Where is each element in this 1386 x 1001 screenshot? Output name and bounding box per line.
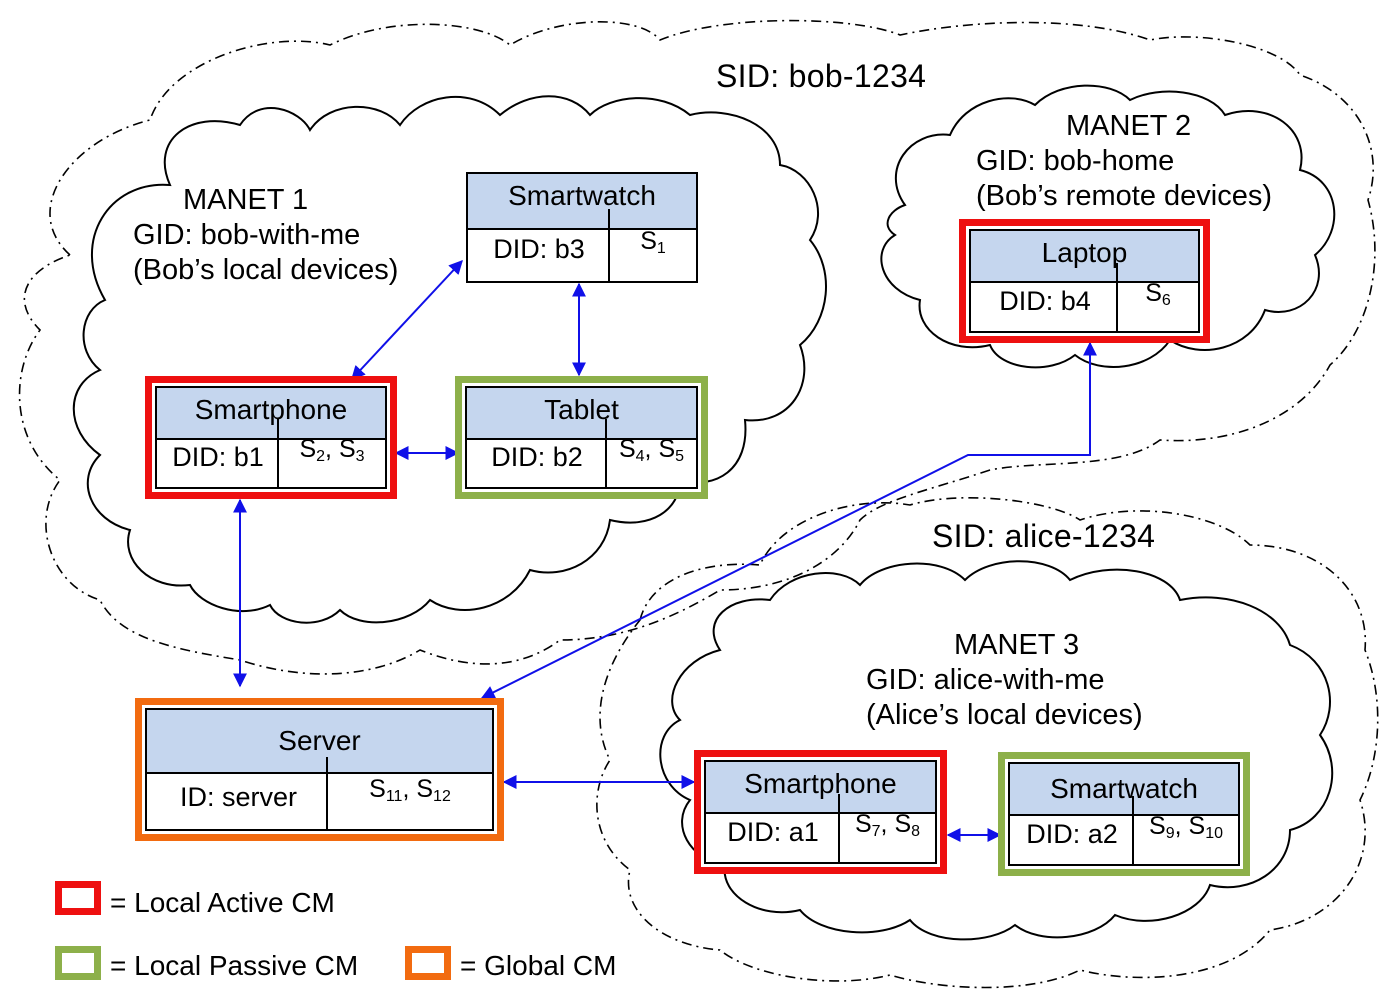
- device-services: S4, S5: [605, 419, 696, 487]
- device-name: Smartphone: [706, 762, 935, 814]
- manet-2-name: MANET 2: [1066, 110, 1192, 142]
- device-smartphone-b1: Smartphone DID: b1 S2, S3: [145, 376, 397, 499]
- device-id: DID: a1: [727, 817, 819, 847]
- manet-1-name: MANET 1: [183, 184, 309, 216]
- device-services: S11, S12: [326, 757, 492, 829]
- device-id: DID: b1: [172, 442, 264, 472]
- device-name: Server: [147, 710, 492, 774]
- manet-2-gid: GID: bob-home: [976, 145, 1175, 177]
- device-frame: Smartphone DID: b1 S2, S3: [155, 386, 387, 489]
- device-name: Smartwatch: [468, 174, 696, 230]
- device-name: Smartphone: [157, 388, 385, 440]
- device-id: DID: b3: [493, 234, 585, 264]
- device-smartwatch-a2: Smartwatch DID: a2 S9, S10: [998, 752, 1250, 876]
- manet-2-label: MANET 2 GID: bob-home (Bob’s remote devi…: [976, 109, 1272, 214]
- device-name: Tablet: [467, 388, 696, 440]
- manet-3-desc: (Alice’s local devices): [866, 699, 1143, 731]
- device-frame: Smartphone DID: a1 S7, S8: [704, 760, 937, 864]
- legend-swatch-active: [55, 881, 101, 915]
- device-id: DID: b2: [491, 442, 583, 472]
- device-smartwatch-b3: Smartwatch DID: b3 S1: [466, 172, 698, 283]
- device-services: S7, S8: [838, 794, 935, 862]
- device-tablet-b2: Tablet DID: b2 S4, S5: [455, 376, 708, 499]
- legend-swatch-passive: [55, 946, 101, 980]
- manet-1-cloud: [72, 95, 827, 624]
- manet-2-desc: (Bob’s remote devices): [976, 180, 1273, 212]
- device-id: DID: a2: [1026, 819, 1118, 849]
- device-server: Server ID: server S11, S12: [135, 698, 504, 841]
- device-frame: Tablet DID: b2 S4, S5: [465, 386, 698, 489]
- legend-label-passive: = Local Passive CM: [110, 950, 359, 981]
- device-id: ID: server: [179, 782, 298, 812]
- link-smartwatch-smartphone: [351, 259, 463, 381]
- session-label-bob: SID: bob-1234: [716, 58, 927, 94]
- device-smartphone-a1: Smartphone DID: a1 S7, S8: [694, 750, 947, 874]
- manet-3-label: MANET 3 GID: alice-with-me (Alice’s loca…: [866, 628, 1143, 733]
- manet-1-desc: (Bob’s local devices): [133, 254, 399, 286]
- device-services: S6: [1116, 263, 1198, 331]
- session-label-alice: SID: alice-1234: [932, 518, 1156, 554]
- manet-3-name: MANET 3: [954, 629, 1080, 661]
- legend-swatch-global: [405, 946, 451, 980]
- device-services: S1: [608, 209, 696, 281]
- device-frame: Server ID: server S11, S12: [145, 708, 494, 831]
- legend-label-global: = Global CM: [460, 950, 617, 981]
- manet-1-label: MANET 1 GID: bob-with-me (Bob’s local de…: [133, 183, 398, 288]
- device-id: DID: b4: [999, 286, 1091, 316]
- device-name: Smartwatch: [1010, 764, 1238, 816]
- legend-label-active: = Local Active CM: [110, 887, 335, 918]
- session-boundary-alice: [596, 497, 1379, 989]
- session-boundary-bob: [18, 19, 1376, 675]
- manet-1-gid: GID: bob-with-me: [133, 219, 361, 251]
- link-laptop-server: [480, 341, 1097, 699]
- device-services: S9, S10: [1132, 796, 1238, 864]
- device-frame: Laptop DID: b4 S6: [969, 229, 1200, 333]
- device-name: Laptop: [971, 231, 1198, 283]
- device-frame: Smartwatch DID: a2 S9, S10: [1008, 762, 1240, 866]
- device-services: S2, S3: [277, 419, 385, 487]
- device-laptop-b4: Laptop DID: b4 S6: [959, 219, 1210, 343]
- manet-3-gid: GID: alice-with-me: [866, 664, 1105, 696]
